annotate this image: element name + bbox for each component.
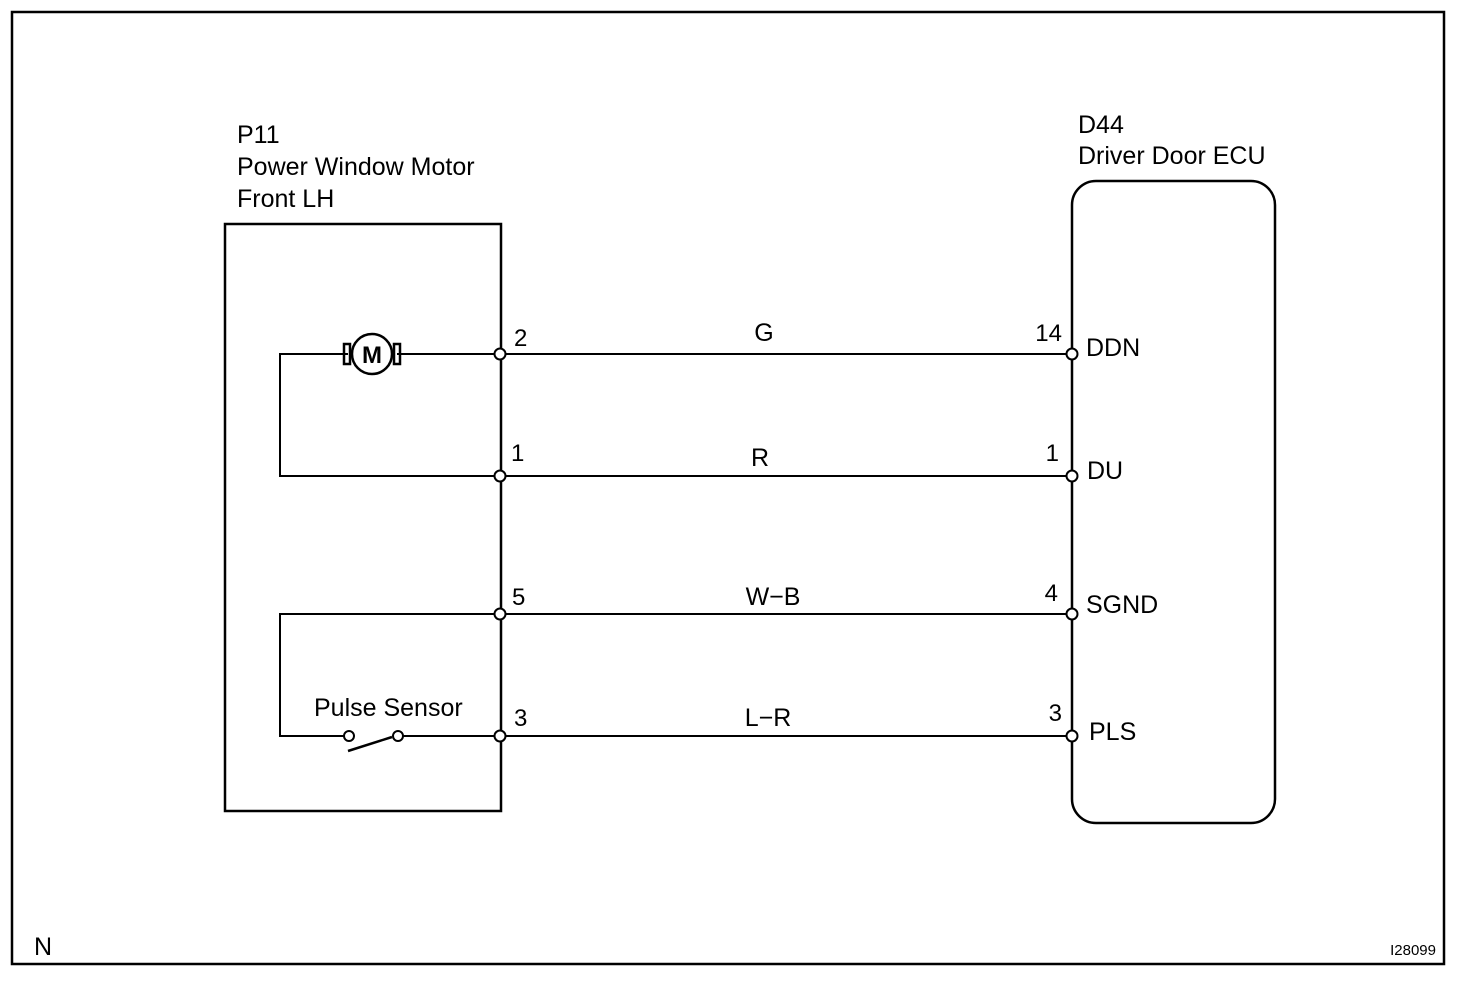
motor-component-name-line1: Power Window Motor bbox=[237, 153, 475, 181]
ecu-component-code: D44 bbox=[1078, 111, 1124, 139]
pulse-sensor-label: Pulse Sensor bbox=[314, 694, 463, 722]
motor-component-box bbox=[223, 222, 503, 813]
ecu-pin-number: 4 bbox=[1045, 580, 1058, 607]
ecu-terminal-name: SGND bbox=[1086, 591, 1158, 619]
ecu-terminal-name: DDN bbox=[1086, 334, 1140, 362]
wire-color-label: W−B bbox=[746, 583, 801, 611]
motor-pin-dot bbox=[493, 607, 507, 621]
motor-pin-dot bbox=[493, 347, 507, 361]
motor-pin-number: 5 bbox=[512, 584, 525, 611]
motor-symbol-letter: M bbox=[362, 342, 382, 369]
motor-pin-number: 2 bbox=[514, 325, 527, 352]
motor-pin-number: 3 bbox=[514, 705, 527, 732]
motor-pin-number: 1 bbox=[511, 440, 524, 467]
ecu-pin-dot bbox=[1065, 607, 1079, 621]
ecu-terminal-name: DU bbox=[1087, 457, 1123, 485]
pulse-sensor-switch-icon bbox=[343, 730, 404, 753]
motor-icon: M bbox=[342, 332, 402, 376]
pulse-sensor-internal-loop bbox=[279, 613, 500, 737]
outer-frame bbox=[10, 10, 1446, 966]
ecu-pin-dot bbox=[1065, 729, 1079, 743]
motor-pin-dot bbox=[493, 469, 507, 483]
motor-pin-dot bbox=[493, 729, 507, 743]
ecu-component-name: Driver Door ECU bbox=[1078, 142, 1266, 170]
wire-color-label: G bbox=[754, 319, 773, 347]
ecu-terminal-name: PLS bbox=[1089, 718, 1136, 746]
ecu-pin-dot bbox=[1065, 469, 1079, 483]
ecu-pin-number: 14 bbox=[1035, 320, 1062, 347]
ecu-pin-dot bbox=[1065, 347, 1079, 361]
motor-component-name-line2: Front LH bbox=[237, 185, 334, 213]
ecu-pin-number: 3 bbox=[1049, 700, 1062, 727]
footer-left-mark: N bbox=[34, 933, 52, 961]
wire-color-label: R bbox=[751, 444, 769, 472]
motor-internal-loop bbox=[279, 353, 500, 477]
ecu-component-box bbox=[1070, 179, 1277, 825]
ecu-pin-number: 1 bbox=[1046, 440, 1059, 467]
wire-color-label: L−R bbox=[745, 704, 792, 732]
figure-id: I28099 bbox=[1390, 942, 1436, 959]
motor-component-code: P11 bbox=[237, 121, 280, 149]
